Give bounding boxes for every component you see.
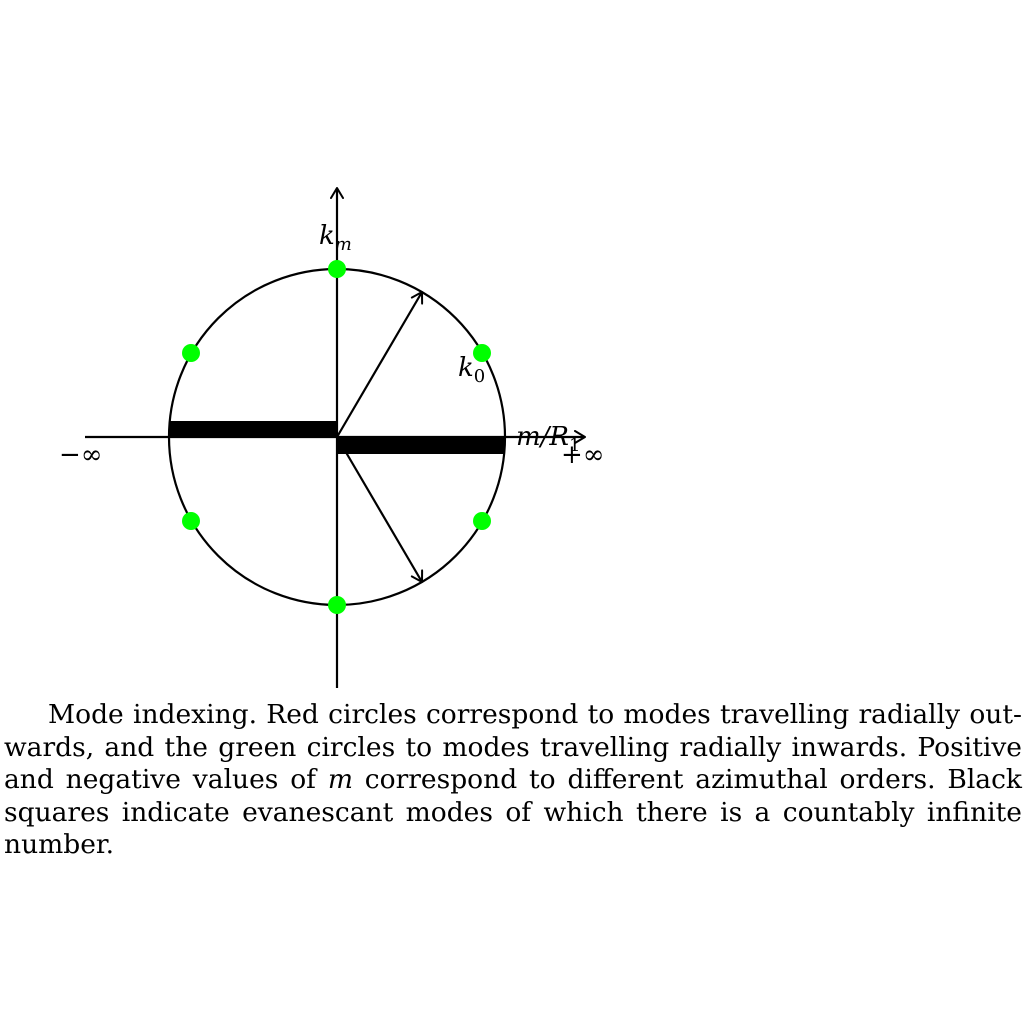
caption-variable-m: m (327, 764, 353, 795)
inward-mode-marker (182, 344, 200, 362)
caption-text-part1: Mode indexing. Red circles correspond to… (4, 699, 1022, 795)
negative-infinity-label: −∞ (59, 440, 102, 470)
positive-infinity-label: +∞ (561, 440, 604, 470)
evanescant-bar-negative (169, 421, 337, 438)
inward-mode-marker (473, 344, 491, 362)
inward-mode-marker (182, 512, 200, 530)
evanescant-bar-positive (337, 437, 505, 454)
horizontal-axis-label: m/R1 (516, 422, 580, 456)
radius-arrow-lower (336, 436, 424, 583)
radius-label: k0 (458, 353, 485, 387)
inward-mode-marker (328, 260, 346, 278)
inward-mode-marker (473, 512, 491, 530)
mode-indexing-diagram: km k0 m/R1 −∞ +∞ (59, 187, 604, 688)
radius-arrow-upper (336, 291, 424, 438)
caption-text-part2: correspond to different azimuthal orders… (4, 764, 1022, 860)
inward-mode-marker (328, 596, 346, 614)
figure-caption: Mode indexing. Red circles correspond to… (4, 699, 1022, 862)
vertical-axis-label: km (319, 221, 352, 255)
